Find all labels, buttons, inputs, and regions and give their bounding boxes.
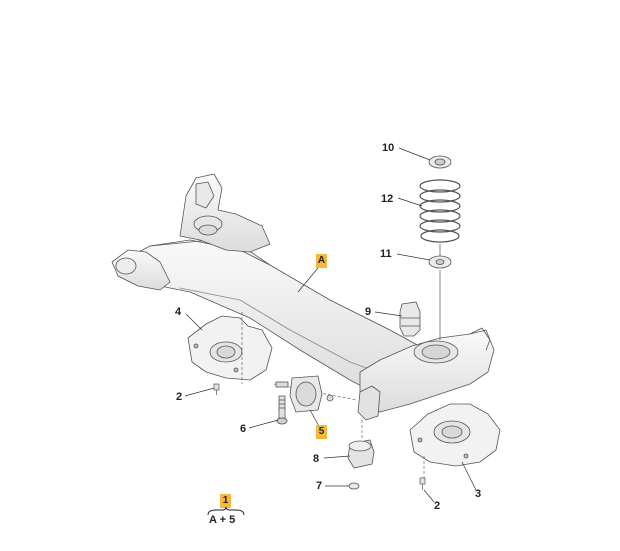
assembly-brace [207,507,245,516]
callout-2-right: 2 [434,500,441,512]
callout-12: 12 [381,193,394,205]
washer [348,482,360,490]
leader-lines [184,147,477,503]
callout-4: 4 [175,306,182,318]
callout-7: 7 [316,480,323,492]
spring-lower-seat [428,255,452,269]
rear-axle-beam [111,173,495,421]
tag-item-5: 5 [316,425,327,439]
coil-spring [419,179,461,243]
callout-10: 10 [382,142,395,154]
callout-11: 11 [380,248,392,260]
callout-3: 3 [475,488,482,500]
tag-item-1: 1 [220,494,231,508]
assembly-formula: A + 5 [209,514,236,526]
left-hub-bracket [187,315,273,381]
mounting-bolt [276,395,288,425]
bump-stop [399,301,421,337]
right-small-screw [419,477,426,490]
tag-assembly-a: A [316,254,327,268]
callout-9: 9 [365,306,372,318]
rear-bushing [347,439,375,469]
front-bushing-assembly [273,375,357,413]
left-small-screw [213,383,220,395]
callout-6: 6 [240,423,247,435]
spring-upper-seat [428,155,452,169]
callout-8: 8 [313,453,320,465]
right-hub-bracket [409,403,501,467]
callout-2-left: 2 [176,391,183,403]
